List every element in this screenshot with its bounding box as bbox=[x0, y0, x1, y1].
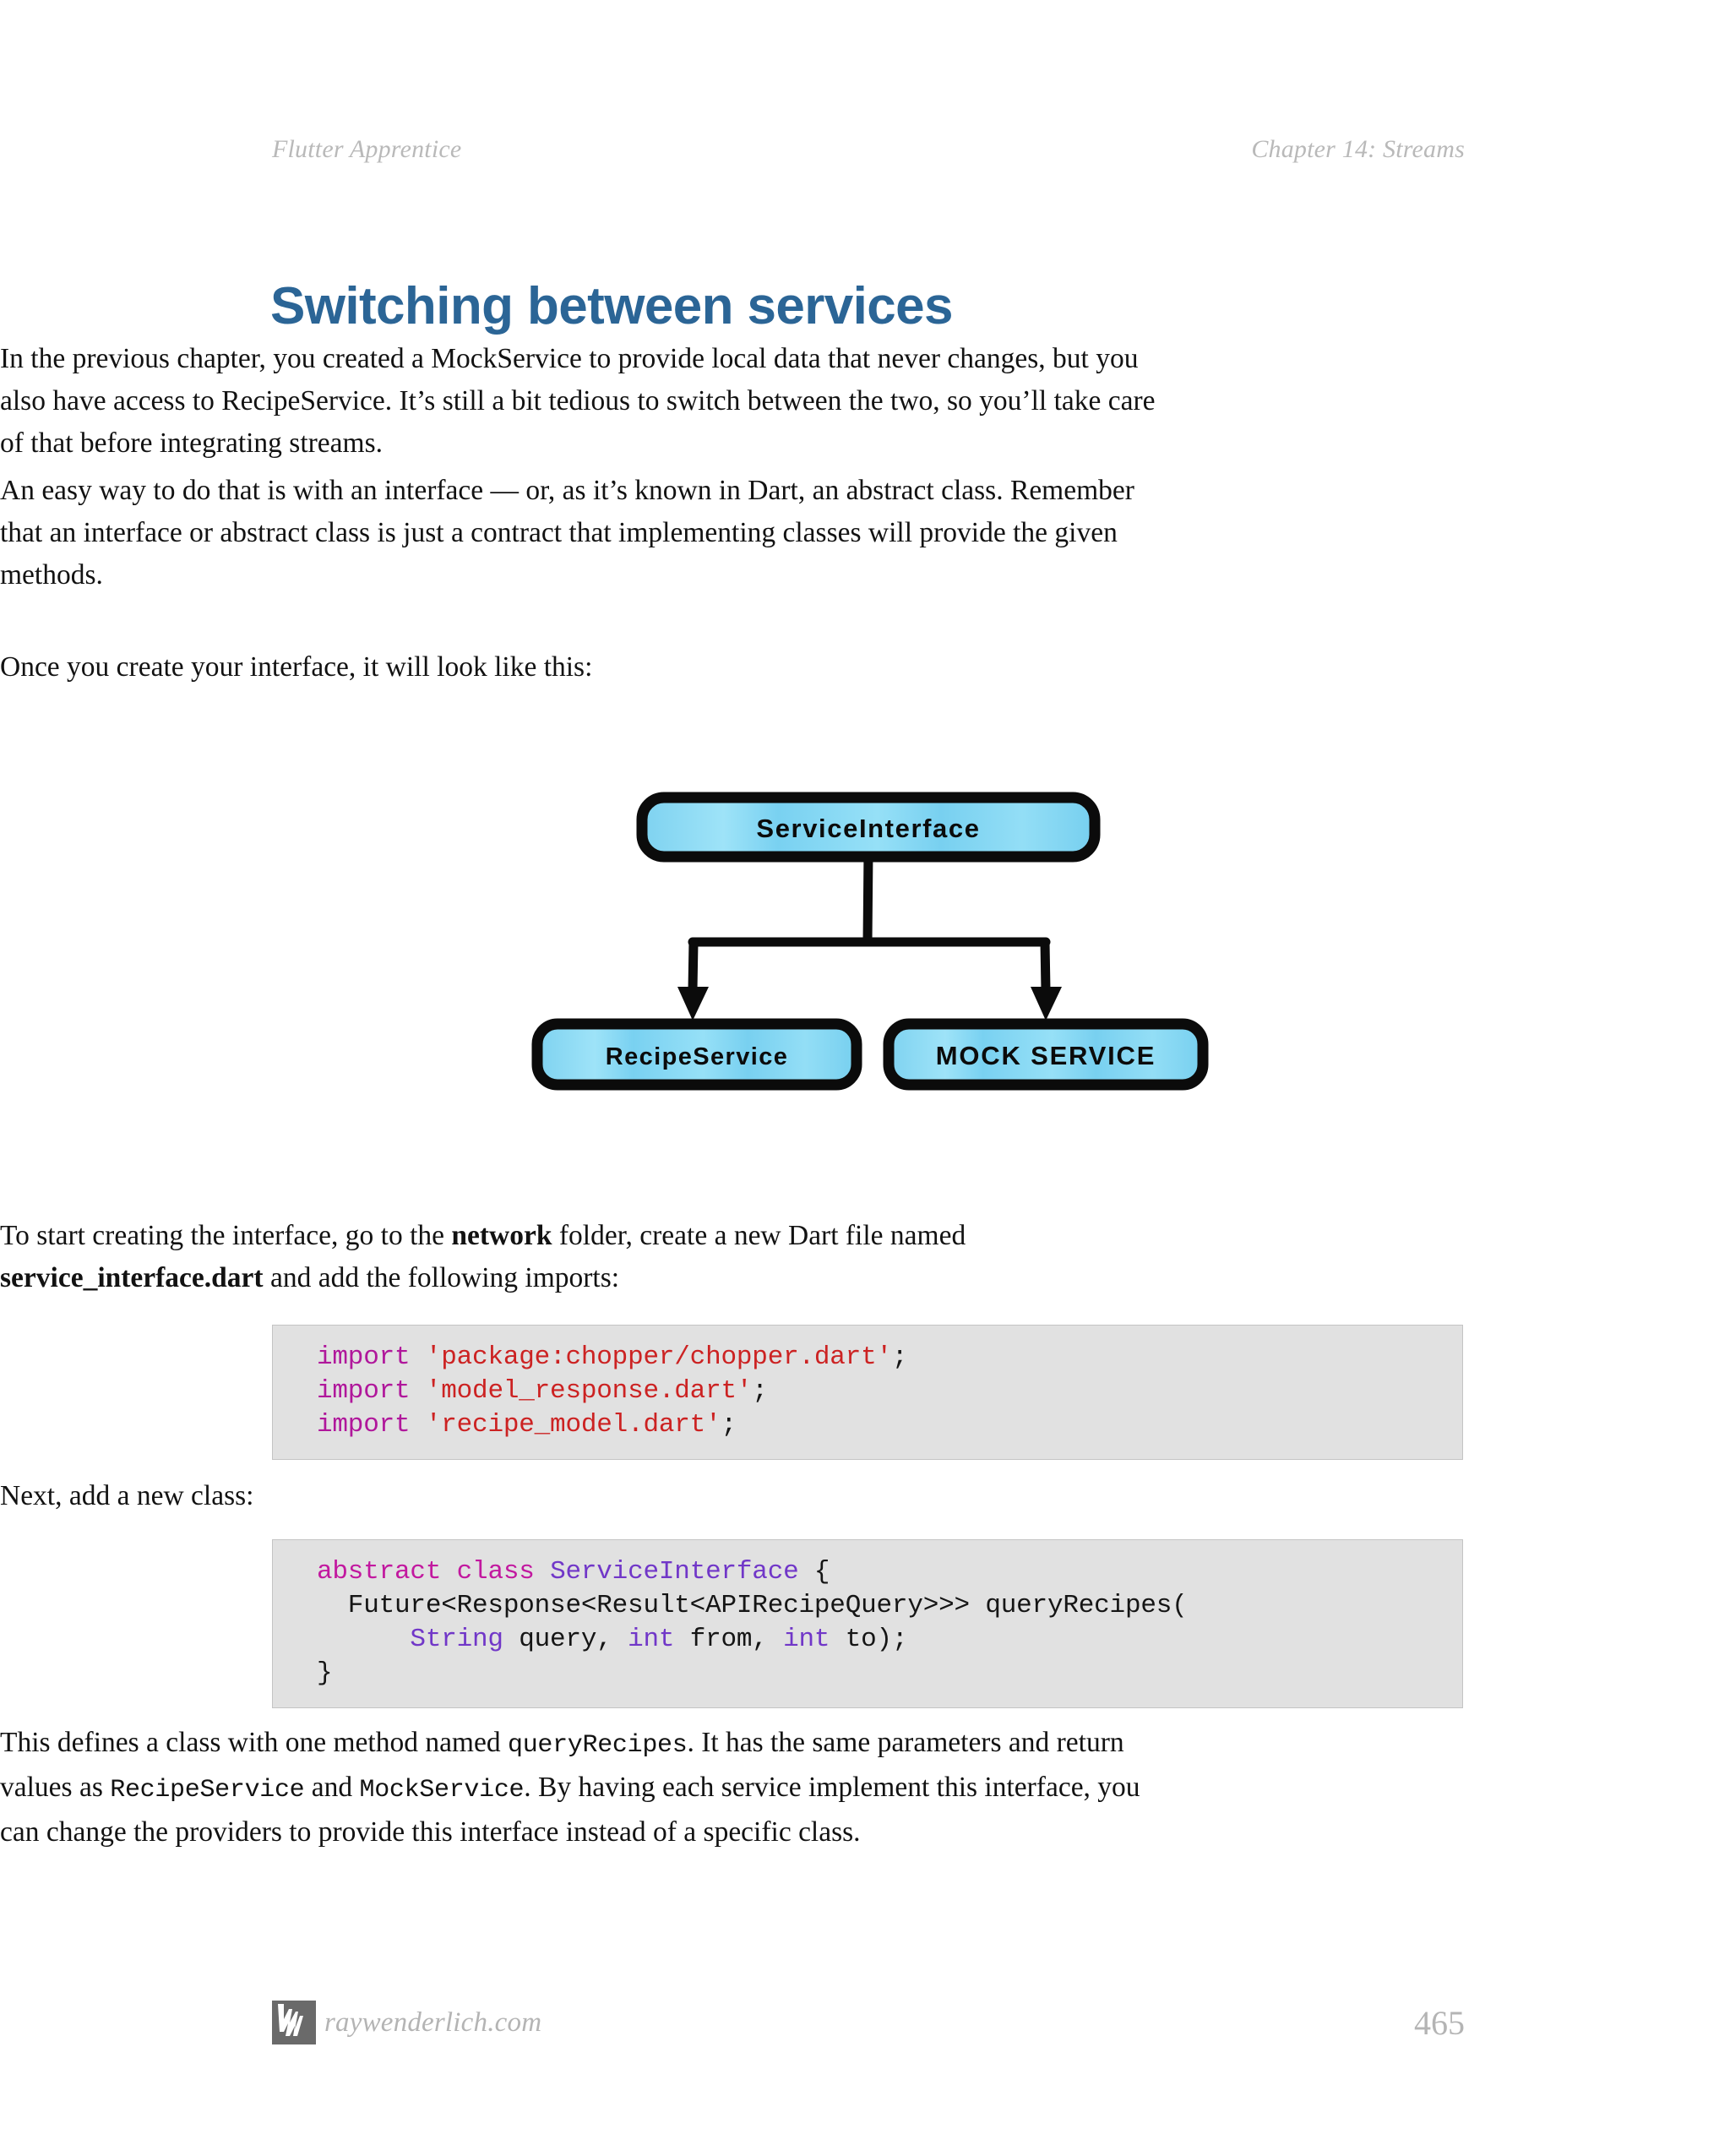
diagram-node-right: MOCK SERVICE bbox=[883, 1018, 1209, 1091]
footer-brand: raywenderlich.com bbox=[272, 2001, 541, 2044]
paragraph-5: Next, add a new class: bbox=[0, 1480, 254, 1511]
paragraph-6-part-a: This defines a class with one method nam… bbox=[0, 1727, 508, 1758]
node-root-box bbox=[636, 792, 1101, 863]
paragraph-4-part-a: To start creating the interface, go to t… bbox=[0, 1220, 452, 1251]
running-head-right: Chapter 14: Streams bbox=[1251, 135, 1465, 163]
paragraph-6-part-c: . It has the same parameters and return … bbox=[0, 1727, 1124, 1803]
node-root-label: ServiceInterface bbox=[756, 814, 980, 843]
running-head: Flutter Apprentice Chapter 14: Streams bbox=[272, 135, 1465, 164]
paragraph-4-part-c: folder, create a new Dart file named bbox=[552, 1220, 966, 1251]
page-footer: raywenderlich.com 465 bbox=[272, 2001, 1465, 2044]
footer-brand-text: raywenderlich.com bbox=[324, 2006, 542, 2038]
connector-right-drop bbox=[1040, 937, 1051, 995]
diagram-svg: ServiceInterface RecipeService MOCK SERV… bbox=[531, 792, 1209, 1091]
paragraph-1: In the previous chapter, you created a M… bbox=[0, 343, 1156, 459]
paragraph-4-bold-network: network bbox=[451, 1220, 552, 1251]
paragraph-6-part-e: and bbox=[304, 1772, 360, 1803]
code-block-class: abstract class ServiceInterface { Future… bbox=[272, 1539, 1463, 1708]
node-right-box bbox=[883, 1018, 1209, 1091]
arrowhead-right bbox=[1031, 987, 1062, 1021]
running-head-left: Flutter Apprentice bbox=[272, 135, 462, 163]
code-block-imports: import 'package:chopper/chopper.dart'; i… bbox=[272, 1325, 1463, 1460]
page-number: 465 bbox=[1414, 2003, 1465, 2042]
inline-code-recipeservice: RecipeService bbox=[110, 1776, 305, 1805]
arrowhead-left bbox=[677, 987, 709, 1021]
paragraph-2: An easy way to do that is with an interf… bbox=[0, 475, 1134, 591]
paragraph-3: Once you create your interface, it will … bbox=[0, 651, 593, 683]
diagram-node-root: ServiceInterface bbox=[636, 792, 1101, 863]
paragraph-4: To start creating the interface, go to t… bbox=[0, 1215, 1183, 1299]
code-block-imports-content: import 'package:chopper/chopper.dart'; i… bbox=[317, 1342, 908, 1440]
page-title: Switching between services bbox=[270, 276, 954, 335]
service-interface-diagram: ServiceInterface RecipeService MOCK SERV… bbox=[524, 786, 1216, 1107]
code-block-class-content: abstract class ServiceInterface { Future… bbox=[317, 1557, 1188, 1688]
connector-left-drop bbox=[688, 937, 699, 995]
paragraph-4-part-e: and add the following imports: bbox=[263, 1262, 620, 1293]
node-right-label: MOCK SERVICE bbox=[936, 1041, 1156, 1070]
diagram-connectors bbox=[688, 847, 1051, 995]
diagram-node-left: RecipeService bbox=[531, 1018, 862, 1091]
raywenderlich-logo-icon bbox=[272, 2001, 316, 2044]
paragraph-4-bold-filename: service_interface.dart bbox=[0, 1262, 264, 1293]
inline-code-queryrecipes: queryRecipes bbox=[508, 1731, 688, 1760]
node-left-box bbox=[531, 1018, 862, 1091]
paragraph-6-part-g: . By having each service implement this … bbox=[0, 1772, 1140, 1848]
inline-code-mockservice: MockService bbox=[359, 1776, 525, 1805]
node-left-label: RecipeService bbox=[606, 1043, 789, 1070]
paragraph-6: This defines a class with one method nam… bbox=[0, 1722, 1183, 1854]
